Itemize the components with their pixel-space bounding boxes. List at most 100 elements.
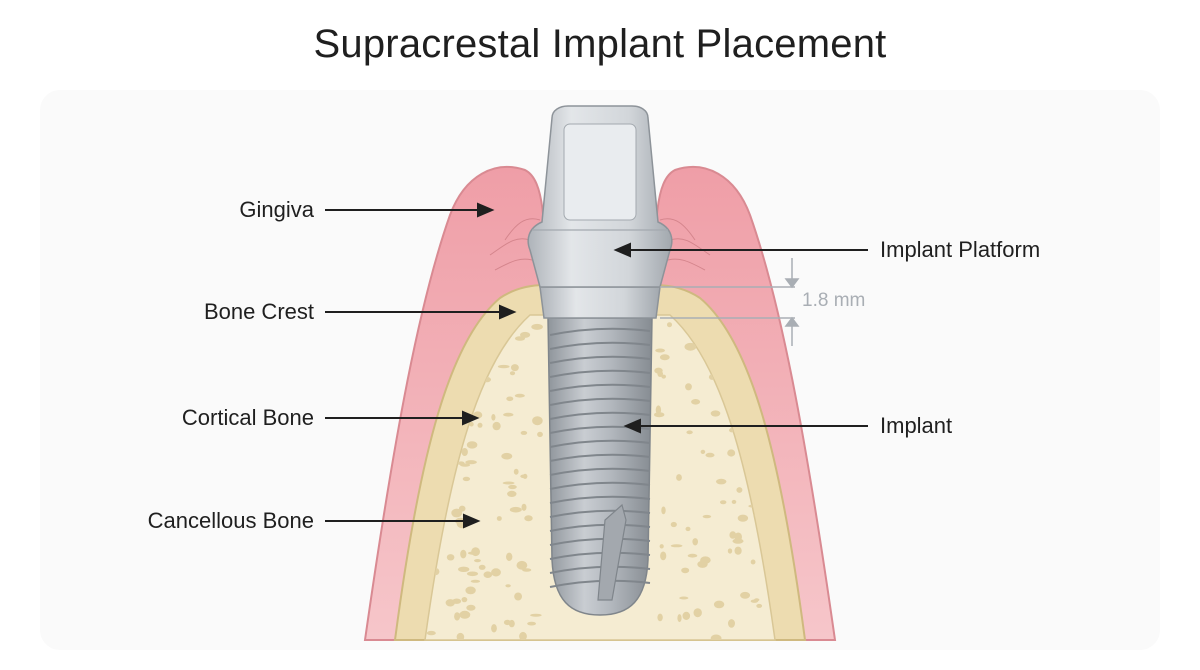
implant-thread [549, 551, 651, 560]
trabecular-pore [459, 610, 471, 619]
trabecular-pore [446, 554, 455, 561]
trabecular-pore [457, 461, 465, 466]
implant-thread [549, 369, 651, 378]
trabecular-pore [716, 478, 727, 485]
trabecular-pore [505, 584, 511, 588]
trabecular-pore [531, 323, 543, 330]
implant-thread [549, 397, 651, 406]
trabecular-pore [691, 399, 701, 405]
trabecular-pore [513, 468, 519, 475]
trabecular-pore [524, 515, 533, 522]
trabecular-pore [509, 371, 516, 376]
trabecular-pore [654, 412, 665, 418]
trabecular-pore [501, 452, 513, 460]
implant-body [547, 317, 653, 616]
trabecular-pore [527, 621, 536, 626]
trabecular-pore [659, 354, 670, 361]
trabecular-pore [509, 506, 522, 513]
trabecular-pore [456, 632, 465, 640]
trabecular-pore [477, 422, 483, 428]
implant-threads [549, 327, 651, 588]
trabecular-pore [737, 514, 749, 522]
trabecular-pore [685, 526, 691, 532]
implant-thread [549, 467, 651, 476]
trabecular-pore [710, 634, 722, 640]
implant-thread [549, 453, 651, 462]
trabecular-pore [506, 552, 513, 561]
trabecular-pore [497, 364, 510, 369]
trabecular-pore [461, 448, 468, 456]
trabecular-pore [466, 604, 476, 611]
implant-collar [539, 286, 661, 319]
trabecular-pore [686, 430, 693, 435]
trabecular-pore [727, 449, 736, 457]
trabecular-pore [460, 549, 467, 559]
trabecular-pore [491, 624, 497, 633]
trabecular-pore [516, 560, 528, 570]
trabecular-pore [507, 490, 517, 497]
trabecular-pore [470, 579, 481, 583]
trabecular-pore [445, 599, 455, 607]
trabecular-pore [514, 592, 522, 601]
implant-thread [549, 411, 651, 420]
trabecular-pore [657, 613, 663, 622]
trabecular-pore [684, 342, 697, 351]
trabecular-pore [478, 564, 486, 570]
implant-thread [549, 327, 651, 336]
trabecular-pore [503, 619, 511, 626]
trabecular-pore [451, 508, 463, 518]
trabecular-pore [750, 599, 759, 603]
trabecular-pore [503, 412, 514, 417]
trabecular-pore [461, 597, 468, 603]
trabecular-pore [720, 500, 727, 505]
trabecular-pore [508, 484, 517, 490]
trabecular-pore [697, 560, 708, 568]
trabecular-pore [458, 566, 470, 572]
trabecular-pore [426, 630, 436, 636]
trabecular-pore [705, 452, 715, 458]
trabecular-pore [655, 348, 665, 353]
implant-thread [549, 523, 651, 532]
trabecular-pore [732, 538, 744, 544]
trabecular-pore [736, 487, 743, 493]
trabecular-pore [511, 364, 519, 372]
trabecular-pore [731, 499, 737, 504]
trabecular-pore [502, 481, 515, 485]
trabecular-pore [679, 596, 689, 600]
trabecular-pore [465, 586, 476, 595]
trabecular-pore [483, 571, 493, 578]
trabecular-pore [734, 546, 742, 555]
trabecular-pore [471, 547, 480, 557]
label-implant: Implant [880, 413, 953, 438]
trabecular-pore [693, 608, 702, 618]
implant-thread [549, 495, 651, 504]
trabecular-pore [750, 559, 756, 565]
trabecular-pore [465, 460, 477, 465]
trabecular-pore [514, 393, 525, 398]
trabecular-pore [670, 544, 683, 548]
label-implant-platform: Implant Platform [880, 237, 1041, 262]
trabecular-pore [740, 591, 751, 599]
trabecular-pore [491, 568, 501, 577]
trabecular-pore [681, 567, 690, 574]
trabecular-pore [537, 431, 543, 438]
trabecular-pore [521, 503, 527, 511]
trabecular-pore [677, 614, 682, 623]
implant-cutting-groove [597, 503, 627, 601]
trabecular-pore [520, 430, 528, 435]
implant-thread [549, 355, 651, 364]
implant-thread [549, 509, 651, 518]
trabecular-pore [756, 603, 763, 608]
implant-thread [549, 341, 651, 350]
trabecular-pore [659, 544, 664, 549]
page-title: Supracrestal Implant Placement [313, 22, 887, 66]
trabecular-pore [655, 405, 662, 415]
trabecular-pore [676, 474, 682, 481]
trabecular-pore [692, 538, 698, 546]
trabecular-pore [682, 611, 691, 621]
trabecular-pore [687, 553, 698, 558]
implant-thread [549, 565, 651, 574]
abutment-top-facet [563, 123, 637, 221]
trabecular-pore [667, 322, 672, 328]
trabecular-pore [474, 559, 481, 563]
